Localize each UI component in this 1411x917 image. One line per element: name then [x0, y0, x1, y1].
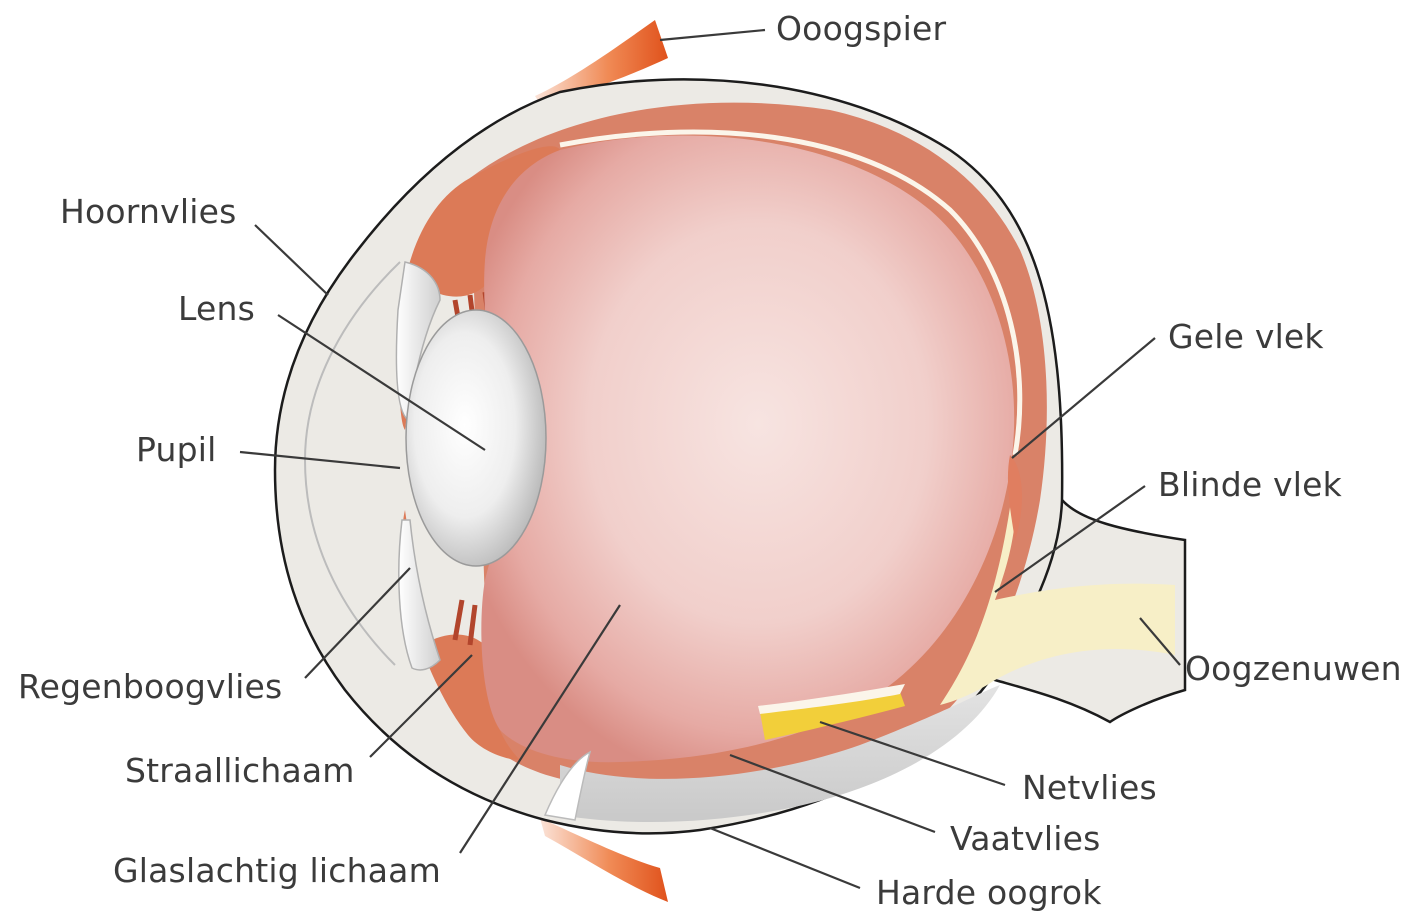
lens-shape: [406, 310, 546, 566]
label-hoornvlies: Hoornvlies: [60, 195, 236, 228]
label-vaatvlies: Vaatvlies: [950, 822, 1101, 855]
label-gele-vlek: Gele vlek: [1168, 320, 1324, 353]
leader-ooogspier: [660, 30, 765, 40]
label-pupil: Pupil: [136, 433, 217, 466]
label-straallichaam: Straallichaam: [125, 754, 355, 787]
label-lens: Lens: [178, 292, 255, 325]
label-harde-oogrok: Harde oogrok: [876, 876, 1102, 909]
label-regenboogvlies: Regenboogvlies: [18, 670, 282, 703]
label-blinde-vlek: Blinde vlek: [1158, 468, 1342, 501]
label-oogzenuwen: Oogzenuwen: [1185, 652, 1402, 685]
leader-hoornvlies: [255, 225, 328, 295]
leader-harde-oogrok: [710, 828, 860, 888]
label-netvlies: Netvlies: [1022, 771, 1157, 804]
label-ooogspier: Ooogspier: [776, 12, 946, 45]
label-glaslachtig-lichaam: Glaslachtig lichaam: [113, 854, 441, 887]
